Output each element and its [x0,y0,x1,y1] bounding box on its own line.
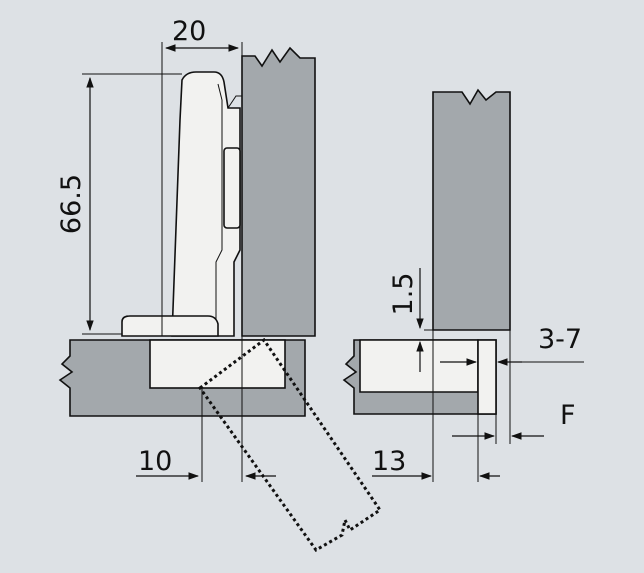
left-assembly: 20 66.5 10 [56,16,383,552]
left-cabinet-panel [241,46,316,337]
right-door-face [359,339,479,393]
left-hinge-arm-bend [227,95,243,110]
left-mounting-plate [121,315,219,337]
label-3-7: 3-7 [538,324,582,355]
label-1-5: 1.5 [388,273,419,316]
left-hinge-adjust-slot [223,147,241,229]
left-hinge-arm-detail [215,83,223,336]
label-f: F [560,400,576,431]
left-open-door-outline [197,337,383,552]
label-66-5: 66.5 [56,174,87,234]
left-hinge-arm [171,71,241,337]
right-assembly: 1.5 3-7 13 F [342,88,584,482]
left-hinge-cup [149,339,286,389]
label-10: 10 [138,446,172,477]
right-cabinet-panel [432,88,511,331]
right-door-edge [477,339,497,415]
label-13: 13 [372,446,406,477]
label-20: 20 [172,16,206,47]
